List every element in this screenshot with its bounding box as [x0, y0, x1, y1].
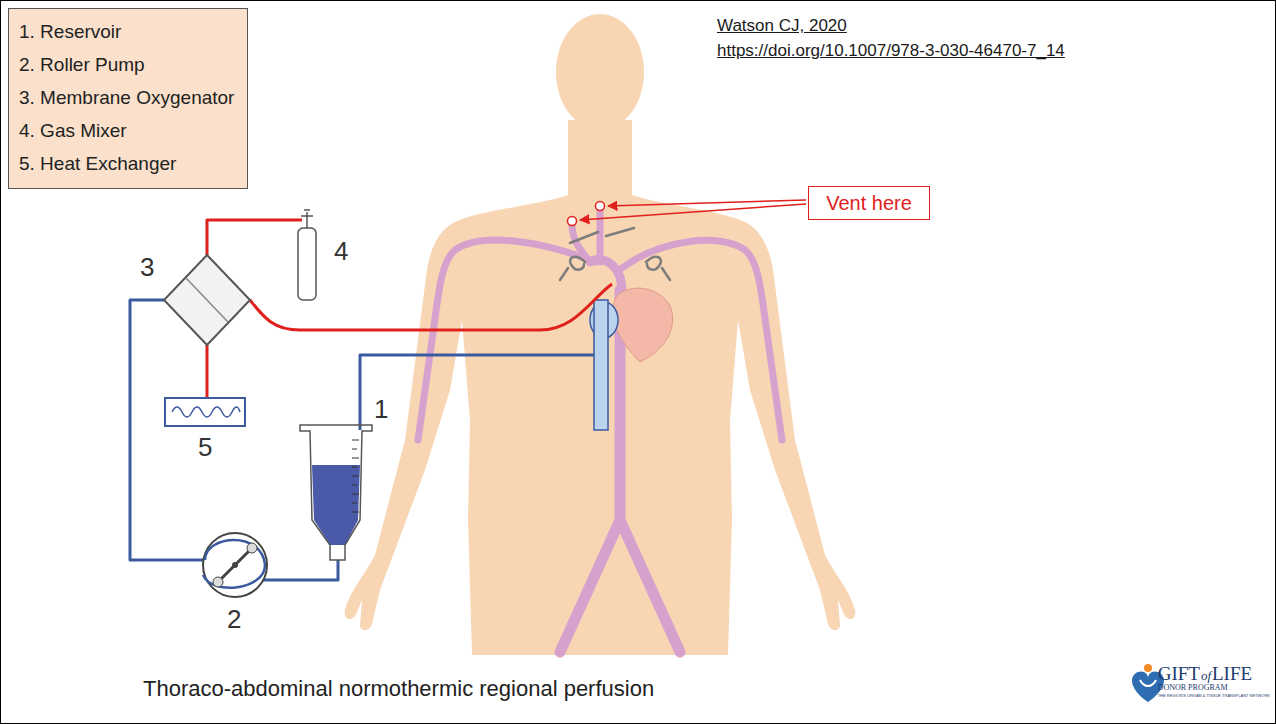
heat-exchanger — [165, 398, 245, 426]
reservoir — [352, 440, 359, 441]
callout-number: 5 — [198, 432, 212, 463]
membrane-oxygenator — [186, 278, 228, 322]
legend-entry: 1. Reservoir — [19, 15, 237, 48]
figure-caption: Thoraco-abdominal normothermic regional … — [143, 676, 654, 702]
callout-number: 4 — [334, 236, 348, 267]
reservoir — [352, 467, 357, 468]
legend-entry: 5. Heat Exchanger — [19, 147, 237, 180]
reservoir — [352, 476, 359, 477]
vessel-clamps — [560, 228, 670, 280]
logo: GIFTofLIFEDONOR PROGRAMTHE REGION'S ORGA… — [1158, 664, 1270, 698]
reservoir — [352, 512, 359, 513]
callout-text: Vent here — [819, 190, 919, 216]
membrane-oxygenator — [164, 255, 250, 345]
body-silhouette — [345, 120, 856, 655]
arterial-tubing — [206, 345, 209, 398]
reservoir — [352, 449, 357, 450]
reservoir — [300, 425, 372, 560]
vessel-clamps — [662, 268, 670, 280]
legend-entry: 4. Gas Mixer — [19, 114, 237, 147]
roller-pump — [218, 548, 252, 582]
logo-icon — [1140, 680, 1156, 686]
membrane-oxygenator — [164, 255, 250, 345]
parts-legend-box: 1. Reservoir2. Roller Pump3. Membrane Ox… — [8, 8, 248, 189]
reservoir — [352, 494, 359, 495]
vent-leader-arrows — [608, 200, 806, 206]
blood-vessels — [418, 240, 595, 440]
logo-icon — [1144, 664, 1152, 672]
reservoir — [352, 458, 359, 459]
logo-word: GIFT — [1158, 664, 1200, 683]
vessel-clamps — [570, 232, 598, 243]
callout-number: 2 — [227, 604, 241, 635]
vessel-clamps — [606, 228, 634, 236]
roller-pump — [213, 577, 223, 587]
roller-pump — [232, 562, 238, 568]
venous-cannula — [594, 300, 608, 430]
reference-link: https://doi.org/10.1007/978-3-030-46470-… — [717, 41, 1065, 61]
vent-points — [596, 202, 605, 211]
callout-number: 3 — [140, 252, 154, 283]
logo-tagline: THE REGION'S ORGAN & TISSUE TRANSPLANT N… — [1158, 693, 1270, 698]
gas-mixer — [301, 210, 313, 228]
callout-number: 1 — [374, 394, 388, 425]
logo-subtitle: DONOR PROGRAM — [1158, 683, 1228, 693]
reservoir — [300, 425, 372, 560]
reservoir — [352, 440, 359, 512]
arterial-tubing — [207, 220, 612, 398]
callout-box: Vent here — [808, 186, 930, 220]
logo-wordmark: GIFTofLIFE — [1158, 664, 1253, 683]
vent-leader-arrows — [580, 204, 806, 220]
gas-mixer — [298, 228, 316, 300]
roller-pump — [247, 543, 257, 553]
heart — [613, 288, 672, 362]
legend-entry: 3. Membrane Oxygenator — [19, 81, 237, 114]
logo-word: of — [1201, 669, 1211, 682]
body-silhouette — [556, 14, 644, 130]
vessel-clamps — [646, 257, 661, 270]
roller-pump — [203, 540, 265, 588]
vent-points — [568, 217, 577, 226]
reservoir — [352, 503, 357, 504]
reservoir — [352, 485, 357, 486]
gas-mixer — [298, 210, 316, 300]
venous-tubing — [130, 300, 594, 580]
arterial-tubing — [207, 220, 302, 255]
venous-tubing — [360, 355, 594, 430]
vessel-clamps — [560, 268, 568, 280]
roller-pump — [203, 533, 267, 597]
vessel-clamps — [570, 257, 585, 270]
blood-vessels — [620, 520, 680, 652]
blood-vessels — [418, 210, 782, 652]
heat-exchanger — [165, 398, 245, 426]
blood-vessels — [560, 290, 620, 652]
reference-citation: Watson CJ, 2020 — [717, 16, 847, 36]
legend-entry: 2. Roller Pump — [19, 48, 237, 81]
venous-tubing — [262, 560, 338, 580]
roller-pump — [203, 533, 267, 597]
body-silhouette — [345, 14, 856, 655]
heat-exchanger — [172, 407, 240, 417]
venous-tubing — [130, 300, 203, 560]
logo-word: LIFE — [1212, 664, 1252, 683]
vent-points — [568, 202, 605, 226]
vent-leader-arrows — [580, 200, 806, 220]
